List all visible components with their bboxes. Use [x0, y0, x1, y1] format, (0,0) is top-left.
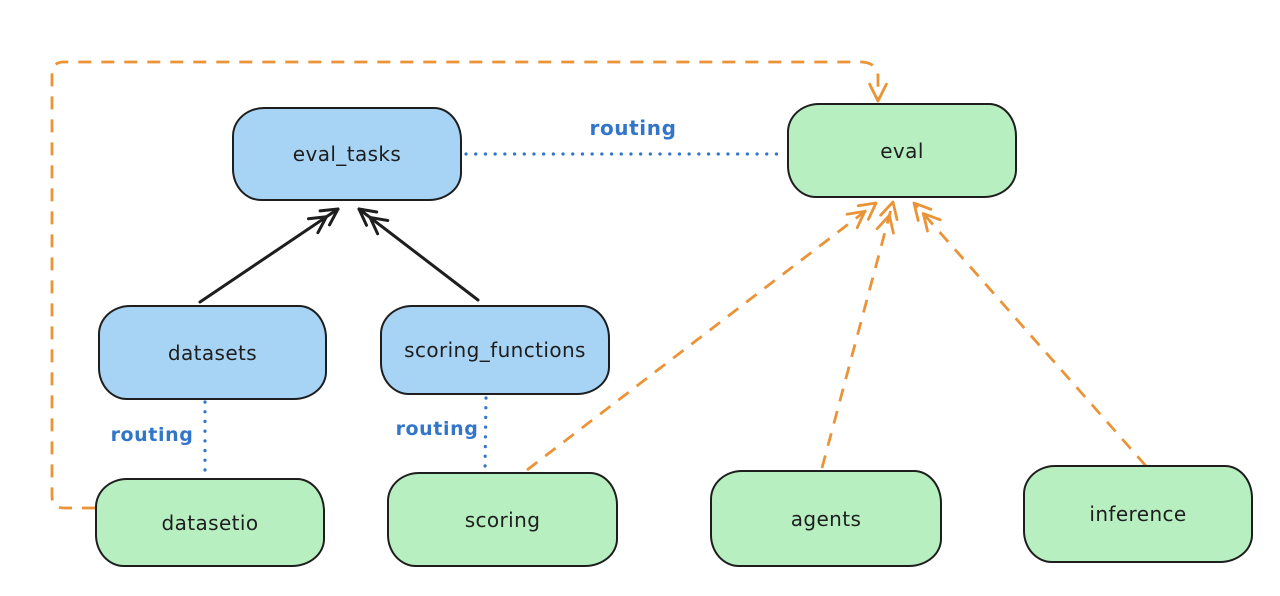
node-datasetio: datasetio — [95, 478, 325, 567]
routing-label-scoring-functions-scoring: routing — [395, 418, 479, 440]
routing-label-datasets-datasetio: routing — [110, 424, 194, 446]
node-inference-label: inference — [1089, 502, 1187, 526]
node-datasets: datasets — [98, 305, 327, 400]
node-inference: inference — [1023, 465, 1253, 563]
node-eval: eval — [787, 103, 1017, 198]
edge-scoring-functions-to-eval-tasks — [357, 207, 480, 302]
node-eval-tasks: eval_tasks — [232, 107, 462, 201]
node-scoring-label: scoring — [464, 507, 541, 532]
node-eval-label: eval — [880, 138, 924, 163]
node-scoring-functions-label: scoring_functions — [404, 338, 586, 362]
edge-datasets-to-eval-tasks — [198, 207, 340, 304]
node-datasetio-label: datasetio — [161, 510, 259, 535]
routing-label-eval-tasks-eval: routing — [589, 116, 677, 140]
edge-agents-to-eval — [820, 200, 899, 469]
node-datasets-label: datasets — [167, 340, 258, 365]
node-eval-tasks-label: eval_tasks — [292, 142, 402, 166]
node-agents: agents — [710, 470, 942, 567]
node-scoring-functions: scoring_functions — [380, 305, 610, 395]
node-agents-label: agents — [790, 506, 862, 531]
edge-datasetio-to-eval — [50, 60, 888, 510]
node-scoring: scoring — [387, 472, 618, 567]
edge-inference-to-eval — [912, 201, 1148, 467]
edge-scoring-to-eval — [526, 201, 878, 472]
